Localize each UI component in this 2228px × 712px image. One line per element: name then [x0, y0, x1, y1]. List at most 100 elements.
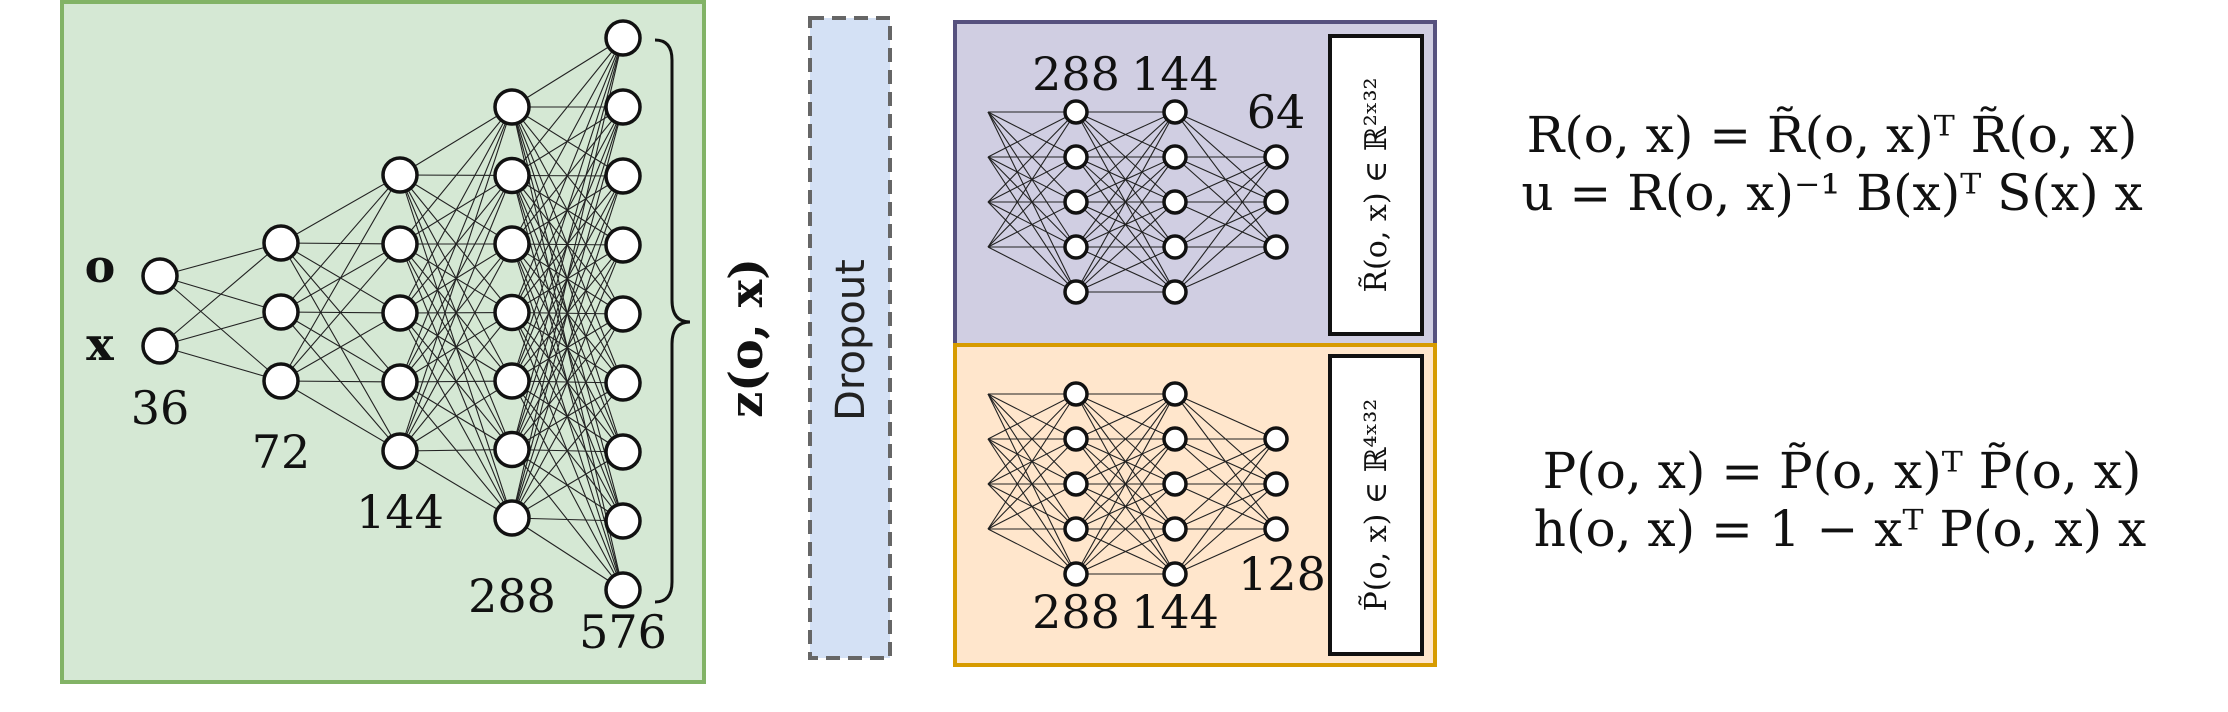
- encoder-connection: [399, 106, 513, 314]
- p-head-layer-3-node: [1162, 381, 1188, 407]
- r-head-layer-3-node: [1162, 99, 1188, 125]
- r-head-layer-size-3: 64: [1247, 85, 1306, 139]
- r-head-layer-2-node: [1063, 279, 1089, 305]
- encoder-layer-5-node: [604, 364, 642, 402]
- r-head-connection: [1174, 111, 1277, 158]
- r-head-layer-4-node: [1263, 144, 1289, 170]
- encoder-layer-size-3: 144: [356, 485, 444, 539]
- p-head-connection: [1075, 393, 1176, 575]
- p-head-connection: [987, 393, 1077, 485]
- encoder-connection: [511, 37, 624, 382]
- encoder-layer-5-node: [604, 88, 642, 126]
- equation-p-definition: P(o, x) = P̃(o, x)ᵀ P̃(o, x): [1543, 441, 2142, 500]
- r-head-output-label: R̃(o, x) ∈ ℝ²ˣ³²: [1359, 77, 1394, 292]
- r-head-layer-size-1: 288: [1032, 47, 1120, 101]
- r-head-connection: [1075, 111, 1176, 158]
- p-head-layer-size-1: 288: [1032, 585, 1120, 639]
- r-head-layer-2-node: [1063, 189, 1089, 215]
- encoder-connection: [399, 106, 513, 383]
- encoder-layer-2-node: [262, 293, 300, 331]
- encoder-connection: [511, 382, 624, 519]
- encoder-connection: [399, 243, 513, 452]
- p-head-connection: [1174, 528, 1277, 575]
- p-head-connection: [1075, 393, 1176, 530]
- r-head-layer-2-node: [1063, 234, 1089, 260]
- p-head-connection: [987, 438, 1077, 530]
- encoder-connection: [399, 380, 513, 452]
- p-head-layer-size-2: 144: [1131, 585, 1219, 639]
- p-head-connection: [1174, 393, 1277, 440]
- r-head-connection: [1174, 156, 1277, 293]
- r-head-connection: [1075, 246, 1176, 293]
- encoder-layer-size-2: 72: [252, 425, 311, 479]
- encoder-connection: [399, 106, 513, 176]
- r-head-connection: [987, 201, 1077, 248]
- encoder-connection: [511, 37, 624, 519]
- r-head-connection: [1174, 156, 1277, 203]
- encoder-layer-3-node: [381, 432, 419, 470]
- p-head-connection: [1174, 483, 1277, 575]
- p-head-connection: [1075, 393, 1176, 440]
- p-head-layer-4-node: [1263, 516, 1289, 542]
- input-label-x: x: [86, 317, 114, 371]
- encoder-layer-3-node: [381, 294, 419, 332]
- latent-label: z(o, x): [719, 258, 773, 418]
- r-head-connection: [1174, 246, 1277, 293]
- encoder-layer-5-node: [604, 571, 642, 609]
- encoder-layer-5-node: [604, 19, 642, 57]
- p-head-layer-2-node: [1063, 516, 1089, 542]
- encoder-layer-2-node: [262, 362, 300, 400]
- encoder-connection: [280, 174, 401, 382]
- encoder-layer-1-node: [141, 257, 179, 295]
- p-head-connection: [1075, 483, 1176, 575]
- encoder-connection: [511, 37, 624, 245]
- encoder-connection: [159, 345, 282, 382]
- r-head-layer-3-node: [1162, 279, 1188, 305]
- encoder-connection: [511, 37, 624, 108]
- encoder-connection: [511, 451, 624, 519]
- encoder-connection: [280, 243, 401, 382]
- encoder-connection: [511, 175, 624, 519]
- encoder-connection: [280, 380, 401, 452]
- encoder-layer-4-node: [493, 430, 531, 469]
- equation-barrier-function: h(o, x) = 1 − xᵀ P(o, x) x: [1534, 500, 2146, 558]
- p-head-connection: [1075, 528, 1176, 575]
- p-head-output-label: P̃(o, x) ∈ ℝ⁴ˣ³²: [1359, 399, 1394, 612]
- r-head-layer-2-node: [1063, 99, 1089, 125]
- r-head-connection: [1075, 111, 1176, 293]
- r-head-layer-3-node: [1162, 234, 1188, 260]
- r-head-connection: [1174, 201, 1277, 293]
- p-head-output-box: [1328, 354, 1424, 656]
- p-head-connection: [1174, 438, 1277, 485]
- r-head-connection: [1174, 156, 1277, 248]
- p-head-layer-2-node: [1063, 426, 1089, 452]
- r-head-connection: [987, 156, 1077, 248]
- encoder-layer-5-node: [604, 433, 642, 471]
- p-head-layer-size-3: 128: [1238, 547, 1326, 601]
- p-head-connection: [987, 393, 1077, 440]
- dropout-box: [808, 16, 892, 660]
- r-head-connection: [1075, 111, 1176, 248]
- p-head-network: [987, 381, 1289, 587]
- r-head-connection: [987, 246, 1077, 293]
- p-head-connection: [1075, 393, 1176, 485]
- encoder-layer-5-node: [604, 157, 642, 195]
- p-head-connection: [1174, 438, 1277, 530]
- encoder-layer-size-5: 576: [579, 605, 667, 659]
- encoder-layer-4-node: [493, 362, 531, 400]
- encoder-layer-4-node: [493, 293, 531, 332]
- encoder-connection: [159, 242, 282, 277]
- encoder-connection: [399, 450, 513, 519]
- encoder-layer-4-node: [493, 156, 531, 195]
- encoder-connection: [511, 37, 624, 176]
- p-head-connection: [1075, 438, 1176, 575]
- p-head-connection: [987, 393, 1077, 530]
- encoder-network: [141, 19, 642, 609]
- r-head-layer-4-node: [1263, 234, 1289, 260]
- encoder-connection: [511, 517, 624, 591]
- p-head-layer-2-node: [1063, 381, 1089, 407]
- p-head-layer-3-node: [1162, 516, 1188, 542]
- input-label-o: o: [85, 239, 116, 293]
- r-head-connection: [987, 111, 1077, 158]
- p-head-layer-2-node: [1063, 561, 1089, 587]
